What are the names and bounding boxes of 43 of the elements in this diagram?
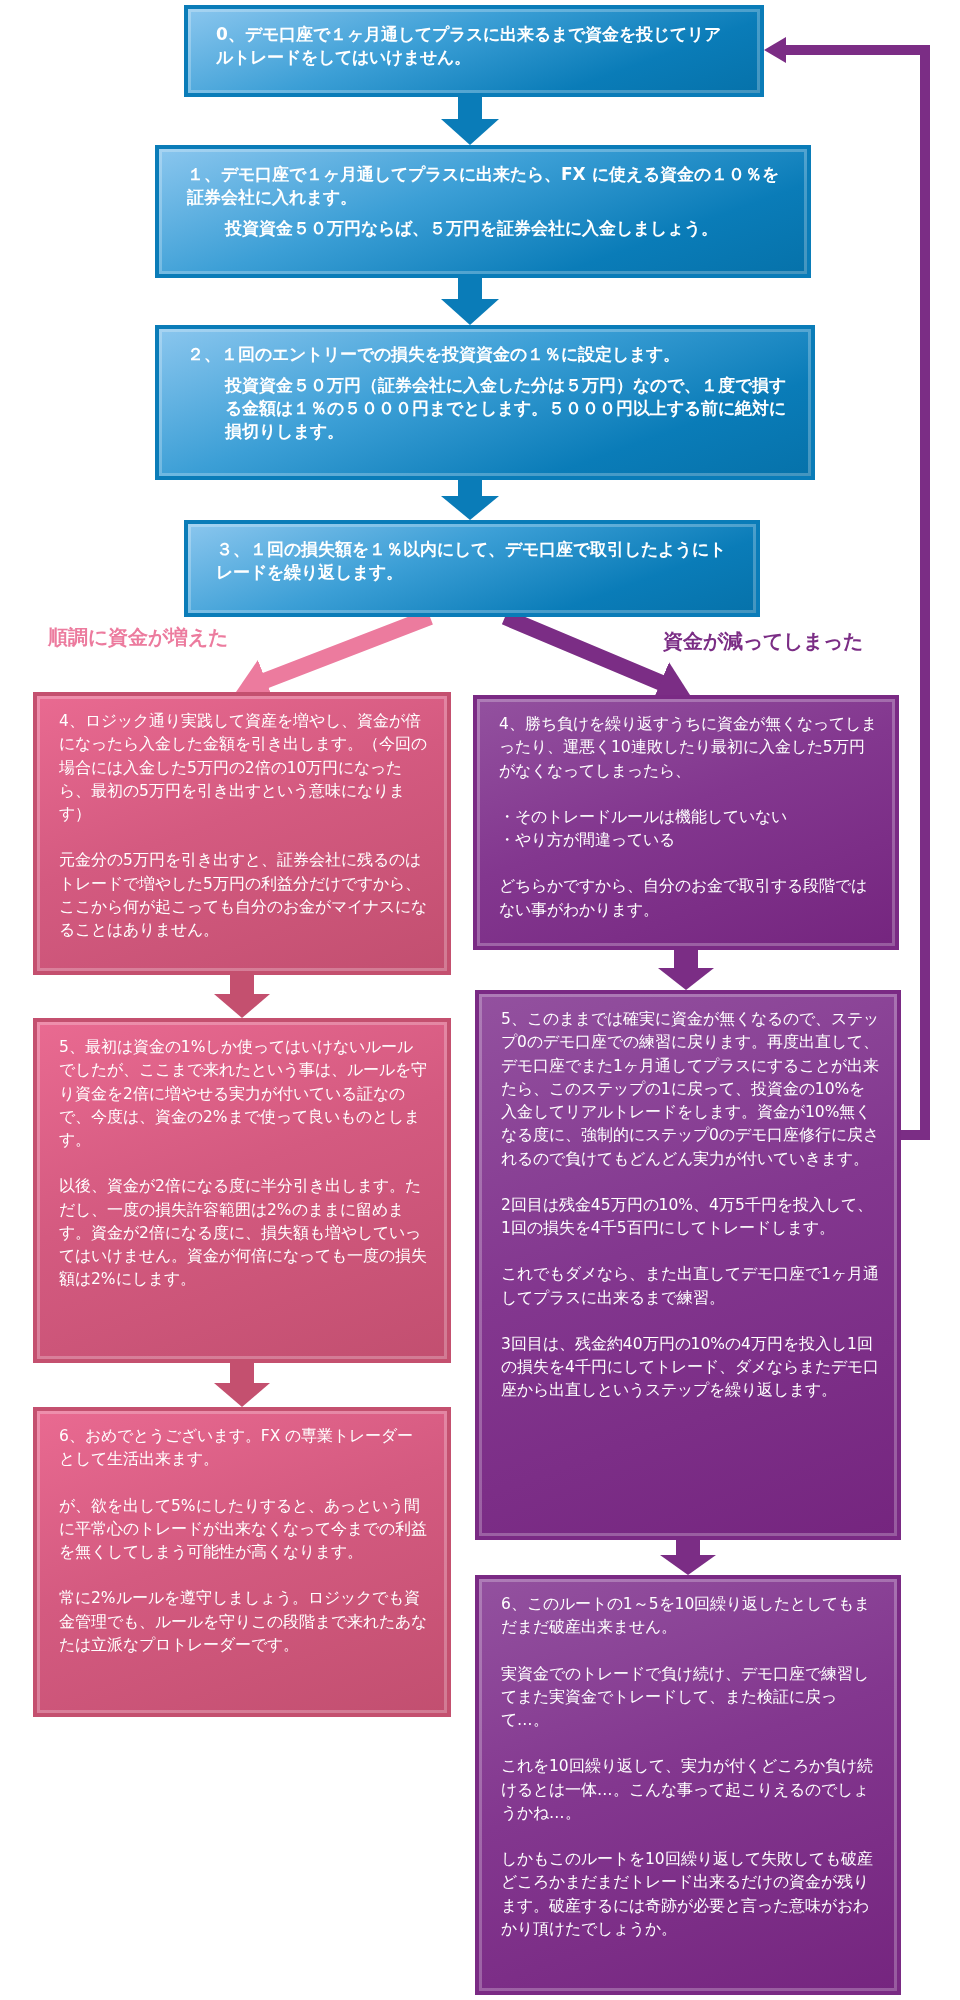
step-text: 3回目は、残金約40万円の10%の4万円を投入し1回の損失を4千円にしてトレード、ダメならまたデモ口座から出直しというステップを繰り返します。 xyxy=(501,1333,879,1402)
step-text: これを10回繰り返して、実力が付くどころか負け続けるとは一体…。こんな事って起こりえるのでしょうかね…。 xyxy=(501,1756,874,1824)
arrow xyxy=(764,37,930,1140)
step-box xyxy=(155,145,811,278)
step-box xyxy=(184,5,764,97)
step-text: ２、１回のエントリーでの損失を投資資金の１％に設定します。 xyxy=(187,343,681,366)
step-text: 以後、資金が2倍になる度に半分引き出します。ただし、一度の損失許容範囲は2%のままに留めます。資金が2倍になる度に、損失額も増やしていってはいけません。資金が何倍になっても一度の損失額は2%にします。 xyxy=(59,1176,428,1291)
step-box xyxy=(33,1407,451,1717)
step-text: 投資資金５０万円ならば、５万円を証券会社に入金しましょう。 xyxy=(223,216,719,240)
step-text: １、デモ口座で１ヶ月通してプラスに出来たら、FX に使える資金の１０％を証券会社に入れます。 xyxy=(187,163,780,209)
step-text: 元金分の5万円を引き出すと、証券会社に残るのはトレードで増やした5万円の利益分だけですから、ここから何が起こっても自分のお金がマイナスになることはありません。 xyxy=(59,850,428,941)
arrow xyxy=(441,97,499,145)
step-text: 6、このルートの1～5を10回繰り返したとしてもまだまだ破産出来ません。 xyxy=(501,1594,872,1639)
step-text: 常に2%ルールを遵守しましょう。ロジックでも資金管理でも、ルールを守りこの段階まで来れたあなたは立派なプロトレーダーです。 xyxy=(59,1588,428,1656)
step-text: 6、おめでとうございます。FX の専業トレーダーとして生活出来ます。 xyxy=(59,1426,415,1471)
step-text: ・やり方が間違っている xyxy=(499,830,676,851)
step-box xyxy=(475,990,901,1540)
step-text: が、欲を出して5%にしたりすると、あっという間に平常心のトレードが出来なくなって今までの利益を無くしてしまう可能性が高くなります。 xyxy=(59,1495,428,1563)
arrow xyxy=(214,1363,270,1407)
arrow xyxy=(441,278,499,325)
step-text: 5、このままでは確実に資金が無くなるので、ステップ0のデモ口座での練習に戻ります。再度出直して、デモ口座でまた1ヶ月通してプラスにすることが出来たら、このステップの1に戻って、投資金の10%を入金してリアルトレードをします。資金が10%無くなる度に、強制的にステップ0のデモ口座修行に戻されるので負けてもどんどん実力が付いていきます。 xyxy=(501,1009,879,1170)
arrow xyxy=(214,975,270,1018)
step-text: しかもこのルートを10回繰り返して失敗しても破産どころかまだまだトレード出来るだけの資金が残ります。破産するには奇跡が必要と言った意味がおわかり頂けたでしょうか。 xyxy=(501,1849,874,1940)
step-text: ３、１回の損失額を１％以内にして、デモ口座で取引したようにトレードを繰り返します。 xyxy=(216,538,727,584)
arrow xyxy=(658,950,714,990)
step-box xyxy=(33,1018,451,1363)
step-text: 4、勝ち負けを繰り返すうちに資金が無くなってしまったり、運悪く10連敗したり最初に入金した5万円がなくなってしまったら、 xyxy=(499,714,877,782)
step-box xyxy=(475,1575,901,1995)
step-box xyxy=(184,520,760,617)
step-text: 5、最初は資金の1%しか使ってはいけないルールでしたが、ここまで来れたという事は、ルールを守り資金を2倍に増やせる実力が付いている証なので、今度は、資金の2%まで使って良いものとします。 xyxy=(59,1037,428,1151)
step-box xyxy=(473,695,899,950)
arrow xyxy=(660,1540,716,1575)
step-text: 2回目は残金45万円の10%、4万5千円を投入して、1回の損失を4千5百円にしてトレードします。 xyxy=(501,1194,874,1239)
arrow xyxy=(441,480,499,520)
step-box xyxy=(33,692,451,975)
step-text: これでもダメなら、また出直してデモ口座で1ヶ月通してプラスに出来るまで練習。 xyxy=(501,1264,879,1309)
step-text: 実資金でのトレードで負け続け、デモ口座で練習してまた実資金でトレードして、また検証に戻って…。 xyxy=(501,1663,870,1731)
step-text: 投資資金５０万円（証券会社に入金した分は５万円）なので、１度で損する金額は１％の５０００円までとします。５０００円以上する前に絶対に損切りします。 xyxy=(223,373,787,443)
step-text: 4、ロジック通り実践して資産を増やし、資金が倍になったら入金した金額を引き出します。（今回の場合には入金した5万円の2倍の10万円になったら、最初の5万円を引き出すという意味になります） xyxy=(59,711,428,825)
step-box xyxy=(155,325,815,480)
step-text: 0、デモ口座で１ヶ月通してプラスに出来るまで資金を投じてリアルトレードをしてはいけません。 xyxy=(216,23,722,69)
step-text: どちらかですから、自分のお金で取引する段階ではない事がわかります。 xyxy=(499,876,868,921)
step-text: ・そのトレードルールは機能していない xyxy=(499,806,788,828)
